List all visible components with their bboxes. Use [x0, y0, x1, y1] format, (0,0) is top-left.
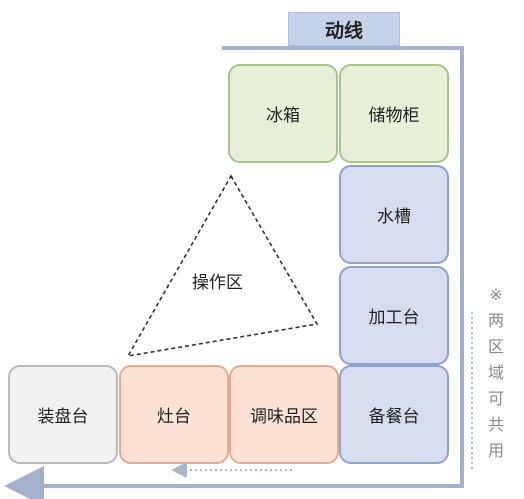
- box-seasoning-label: 调味品区: [250, 407, 318, 427]
- shared-note: ※ 两 区 域 可 共 用: [484, 282, 508, 464]
- box-fridge: 冰箱: [228, 64, 338, 163]
- note-char: 共: [487, 415, 504, 434]
- note-char: 可: [487, 389, 504, 408]
- note-char: 用: [487, 441, 504, 460]
- box-plating-label: 装盘台: [37, 407, 89, 427]
- box-prep: 加工台: [339, 266, 449, 365]
- zone-label: 操作区: [192, 268, 243, 293]
- title-text: 动线: [324, 19, 363, 42]
- note-char: 两: [487, 311, 504, 330]
- box-seasoning: 调味品区: [229, 365, 339, 464]
- note-char: ※: [489, 285, 503, 304]
- box-stove-label: 灶台: [157, 407, 191, 427]
- box-stove: 灶台: [119, 365, 229, 464]
- box-plating: 装盘台: [8, 365, 118, 464]
- flow-arrow: [4, 46, 464, 499]
- zone-label-text: 操作区: [192, 273, 243, 293]
- box-serving-label: 备餐台: [368, 407, 420, 427]
- box-sink: 水槽: [339, 165, 449, 264]
- box-cabinet-label: 储物柜: [368, 106, 420, 126]
- box-serving: 备餐台: [339, 365, 449, 464]
- box-sink-label: 水槽: [377, 207, 411, 227]
- box-prep-label: 加工台: [368, 308, 420, 328]
- box-fridge-label: 冰箱: [266, 106, 300, 126]
- box-cabinet: 储物柜: [339, 64, 449, 163]
- note-char: 区: [487, 337, 504, 356]
- work-triangle: [126, 174, 319, 358]
- note-char: 域: [487, 363, 504, 382]
- title-badge: 动线: [288, 12, 400, 46]
